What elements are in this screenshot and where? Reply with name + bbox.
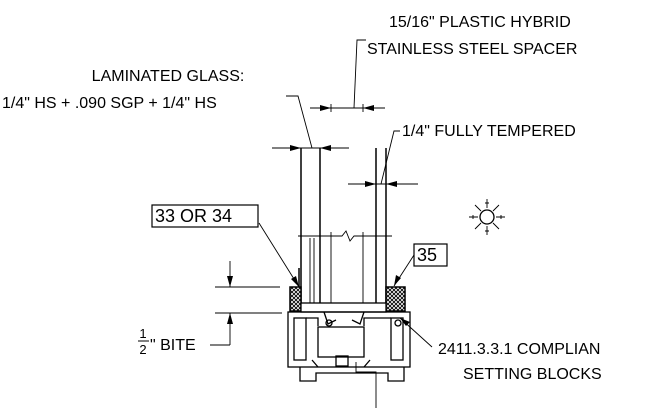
setting-blocks-label-line2: SETTING BLOCKS: [463, 366, 602, 383]
spacer-dimension: [310, 39, 385, 112]
setting-blocks-label-line1: 2411.3.3.1 COMPLIAN: [438, 341, 600, 358]
bite-dimension: [210, 261, 282, 346]
laminated-dimension: [272, 95, 349, 151]
sun-icon: [469, 199, 505, 235]
laminated-label-line1: LAMINATED GLASS:: [92, 68, 245, 85]
tempered-label: 1/4" FULLY TEMPERED: [402, 123, 576, 140]
aluminum-frame: [287, 311, 411, 408]
tag-left-box: [151, 204, 259, 228]
bite-fraction-numerator: 1: [139, 326, 146, 341]
tag-right-label: 35: [417, 245, 437, 265]
tag-right-box: [413, 243, 448, 267]
setting-block: [300, 302, 387, 313]
glass-unit: [298, 148, 392, 312]
tempered-dimension: [348, 130, 418, 187]
bite-label: " BITE: [150, 337, 196, 354]
spacer-label-line2: STAINLESS STEEL SPACER: [367, 41, 577, 58]
laminated-label-line2: 1/4" HS + .090 SGP + 1/4" HS: [2, 95, 217, 112]
spacer-label-line1: 15/16" PLASTIC HYBRID: [389, 14, 571, 31]
bite-fraction-denominator: 2: [139, 342, 146, 357]
tag-left-label: 33 OR 34: [155, 206, 232, 226]
tag-leaders: [258, 222, 433, 348]
